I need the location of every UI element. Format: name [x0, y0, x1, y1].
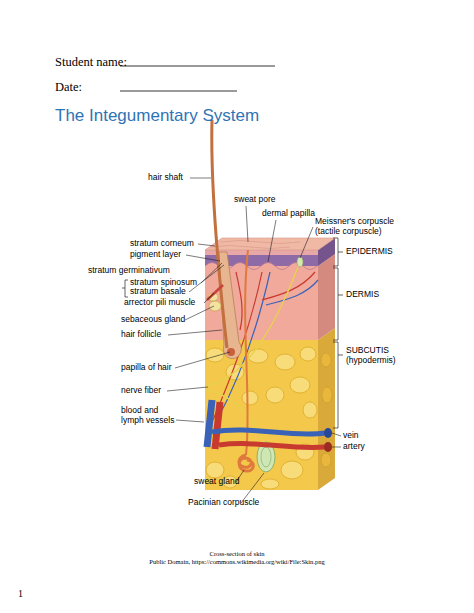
part-label: stratum germinativum [88, 266, 170, 276]
vein-end [324, 428, 332, 438]
skin-surface [205, 238, 335, 250]
layer-label: EPIDERMIS [346, 247, 393, 257]
fat-lobules [206, 347, 317, 489]
layer-label: SUBCUTIS (hypodermis) [346, 346, 408, 366]
layer-label: DERMIS [346, 290, 379, 300]
part-label: nerve fiber [121, 386, 161, 396]
form-field-label: Student name: [55, 55, 127, 69]
part-label: dermal papilla [262, 209, 315, 219]
fat-lobules-side [321, 353, 332, 467]
part-label: stratum basale [130, 287, 186, 297]
sweat-duct [245, 250, 248, 455]
part-label: vein [343, 431, 359, 441]
part-label: blood and lymph vessels [121, 406, 178, 426]
meissner-corpuscle [297, 257, 303, 267]
pacinian-inner [261, 447, 271, 467]
page-number: 1 [18, 588, 23, 600]
artery-end [324, 442, 332, 452]
vessel-left-blue [207, 400, 212, 447]
part-label: sweat gland [194, 477, 239, 487]
part-label: artery [343, 442, 365, 452]
vein-vessel [212, 430, 325, 434]
form-field-label: Date: [55, 80, 82, 94]
hair-papilla [227, 348, 235, 356]
date-underline [120, 91, 237, 92]
subcutis-layer [205, 340, 318, 490]
part-label: arrector pili muscle [124, 298, 195, 308]
part-label: Meissner's corpuscle (tactile corpuscle) [315, 217, 397, 237]
part-label: Pacinian corpuscle [188, 498, 259, 508]
vessel-left-red [215, 402, 220, 449]
figure-caption: Cross-section of skin [0, 550, 474, 557]
part-label: hair follicle [121, 330, 161, 340]
part-label: pigment layer [130, 250, 181, 260]
hair-shaft [212, 120, 227, 348]
dermis-side [318, 254, 335, 340]
leader-lines [167, 178, 341, 503]
artery-vessel [219, 444, 325, 448]
part-label: sweat pore [234, 195, 276, 205]
subcutis-side [318, 328, 335, 490]
credit-line: Public Domain, https://commons.wikimedia… [0, 558, 474, 565]
name-underline [120, 66, 275, 67]
page-title: The Integumentary System [55, 106, 259, 126]
part-label: hair shaft [148, 173, 183, 183]
part-label: sebaceous gland [121, 315, 185, 325]
part-label: stratum corneum [130, 239, 194, 249]
surface-ridges [210, 241, 300, 249]
part-label: papilla of hair [121, 363, 172, 373]
sweat-gland-coil [239, 455, 253, 471]
